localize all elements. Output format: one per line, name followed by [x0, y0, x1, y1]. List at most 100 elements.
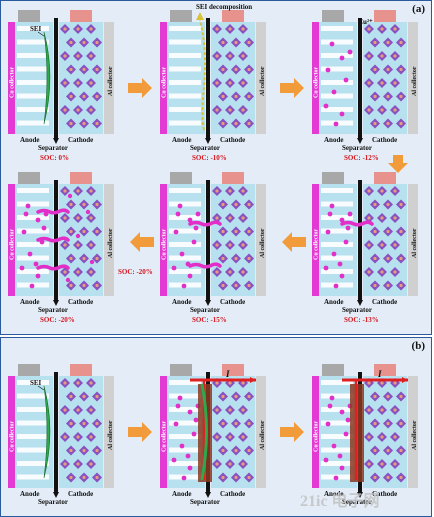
cathode-particle-core [215, 435, 219, 439]
cathode-particle-core [373, 448, 377, 453]
soc-label: SOC: 0% [40, 154, 69, 162]
anode-tab [18, 364, 40, 376]
cu-ion-dot [181, 475, 187, 481]
al-collector [408, 376, 418, 488]
cu-collector-label: Cu collector [314, 229, 320, 260]
cathode-tab [374, 10, 396, 22]
graphite-layer [169, 447, 201, 453]
separator-label: Separator [190, 144, 220, 152]
cathode-particle-core [393, 243, 397, 247]
graphite-layer [169, 188, 201, 193]
cathode-particle-core [386, 421, 390, 426]
graphite-layer [17, 434, 49, 439]
cu-ion-dot [175, 403, 181, 409]
anode-tab [170, 364, 192, 376]
cu-ion-dot [323, 265, 329, 271]
cathode-particle-core [89, 108, 93, 112]
cathode-particle-core [399, 394, 403, 399]
cathode-particle-core [228, 270, 232, 274]
cathode-particle-core [399, 202, 403, 207]
cathode-particle-core [76, 54, 80, 58]
al-collector [408, 22, 418, 134]
cathode-particle-core [386, 202, 390, 207]
cathode-particle-core [82, 448, 86, 453]
cu-ion-dot [329, 203, 335, 209]
graphite-layer [321, 93, 353, 99]
cathode-particle-core [228, 27, 232, 31]
anode-tab [170, 172, 192, 184]
separator-label: Separator [342, 498, 372, 506]
cathode-particle-core [76, 243, 80, 247]
cathode-particle-core [63, 27, 67, 31]
cathode-particle-core [95, 421, 99, 426]
cu-ion-dot [347, 211, 353, 217]
graphite-layer [321, 434, 353, 439]
cathode-particle-core [380, 81, 384, 85]
cathode-particle-core [380, 462, 384, 466]
cathode-particle-core [215, 81, 219, 85]
cathode-particle-core [399, 421, 403, 426]
graphite-layer [321, 80, 353, 85]
cathode-particle-core [228, 243, 232, 247]
panel-a-label: (a) [412, 3, 425, 15]
anode-label: Anode [172, 298, 191, 306]
graphite-layer [321, 380, 353, 385]
graphite-layer [17, 255, 49, 261]
cu-collector [160, 22, 167, 134]
anode-label: Anode [324, 298, 343, 306]
graphite-layer [17, 93, 49, 99]
cathode-particle-core [367, 216, 371, 220]
cathode-particle-core [215, 243, 219, 247]
soc-label: SOC: -15% [192, 316, 227, 324]
al-collector [104, 184, 114, 296]
cathode-particle-core [380, 54, 384, 58]
cu-ion-dot [345, 225, 351, 231]
graphite-layer [169, 407, 201, 412]
separator-label: Separator [342, 144, 372, 152]
cu-ion-dot [329, 41, 335, 47]
cu-ion-dot [187, 409, 193, 415]
anode-region [167, 22, 205, 134]
graphite-layer [17, 26, 49, 31]
separator-label: Separator [342, 306, 372, 314]
cu-dendrite [36, 236, 70, 243]
cu-collector [312, 22, 319, 134]
cathode-particle-core [234, 94, 238, 99]
cathode-particle-core [221, 202, 225, 207]
cathode-particle-core [228, 408, 232, 412]
cathode-particle-core [373, 94, 377, 99]
sei-label: SEI [30, 379, 42, 387]
graphite-layer [17, 242, 49, 247]
cathode-particle-core [393, 381, 397, 385]
cathode-particle-core [215, 108, 219, 112]
cathode-particle-core [373, 121, 377, 126]
cathode-particle-core [76, 216, 80, 220]
sei-layer [200, 383, 208, 481]
cu-ion-dot [187, 217, 193, 223]
graphite-layer [169, 420, 201, 426]
cathode-particle-core [89, 462, 93, 466]
cathode-particle-core [367, 243, 371, 247]
cathode-particle-core [221, 256, 225, 261]
graphite-layer [17, 228, 49, 234]
graphite-layer [321, 447, 353, 453]
cathode-particle-core [234, 283, 238, 288]
graphite-layer [169, 228, 201, 234]
separator [54, 18, 58, 138]
cathode-particle-core [241, 27, 245, 31]
cu-ion-dot [179, 251, 185, 257]
graphite-layer [17, 120, 49, 126]
cathode-particle-core [215, 189, 219, 193]
cu-ion-dot [23, 211, 29, 217]
graphite-layer [17, 53, 49, 58]
cathode-particle-core [380, 189, 384, 193]
al-collector-label: Al collector [412, 228, 418, 258]
cathode-particle-core [399, 40, 403, 45]
cathode-particle-core [69, 256, 73, 261]
cathode-particle-core [95, 202, 99, 207]
cathode-particle-core [386, 94, 390, 99]
